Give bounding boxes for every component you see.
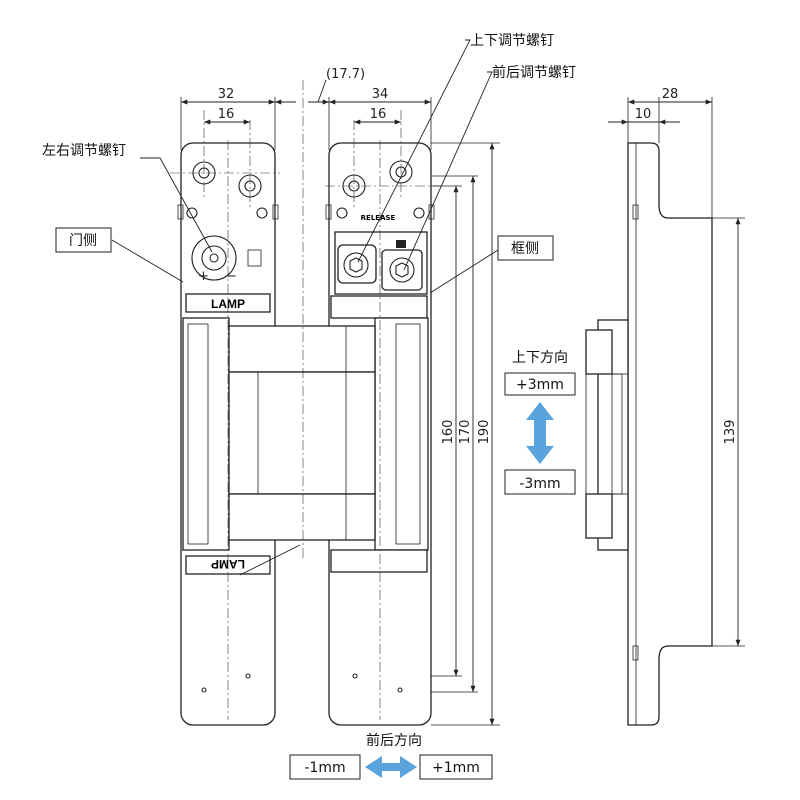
dim-height-170: 170	[458, 420, 473, 445]
plus3-box: +3mm	[504, 372, 576, 396]
dim-hole-left: 16	[218, 107, 235, 122]
label-left-right-screw: 左右调节螺钉	[42, 143, 126, 159]
up-down-adjust-screw	[337, 244, 377, 284]
svg-text:+: +	[198, 269, 209, 284]
up-down-arrow-icon	[526, 402, 554, 464]
height-dimensions	[431, 142, 500, 726]
dim-side-28: 28	[662, 87, 679, 102]
release-mark: RELEASE	[361, 214, 396, 222]
door-side-label-box: 门侧	[55, 227, 112, 253]
leaders	[111, 39, 499, 576]
side-view	[585, 97, 745, 726]
minus3-box: -3mm	[504, 469, 576, 495]
label-front-back-screw: 前后调节螺钉	[492, 64, 576, 81]
front-back-arrow-icon	[365, 756, 417, 778]
label-door-side: 门侧	[69, 233, 97, 249]
svg-text:−: −	[226, 269, 237, 284]
label-plus-3mm: +3mm	[516, 377, 564, 393]
label-minus-1mm: -1mm	[304, 760, 345, 776]
front-back-adjust-screw	[381, 240, 423, 291]
label-up-down-screw: 上下调节螺钉	[470, 33, 554, 49]
left-right-adjust-screw: + −	[191, 235, 237, 284]
top-dimensions	[180, 79, 432, 150]
label-front-back-direction: 前后方向	[366, 732, 422, 749]
dim-width-left: 32	[218, 87, 235, 102]
dim-hole-right: 16	[370, 107, 387, 122]
dim-side-139: 139	[723, 420, 738, 445]
dim-gap: (17.7)	[326, 67, 365, 82]
label-frame-side: 框侧	[511, 241, 539, 257]
label-plus-1mm: +1mm	[432, 760, 480, 776]
dim-height-160: 160	[441, 420, 456, 445]
hinge-link-body	[228, 325, 376, 541]
plus1-box: +1mm	[419, 754, 493, 780]
dim-width-right: 34	[372, 87, 389, 102]
label-up-down-direction: 上下方向	[512, 350, 568, 366]
minus1-box: -1mm	[289, 754, 361, 780]
dim-height-190: 190	[477, 420, 492, 445]
dim-side-10: 10	[635, 107, 652, 122]
label-minus-3mm: -3mm	[519, 476, 560, 492]
centerlines	[170, 80, 440, 720]
frame-side-label-box: 框侧	[497, 235, 554, 261]
